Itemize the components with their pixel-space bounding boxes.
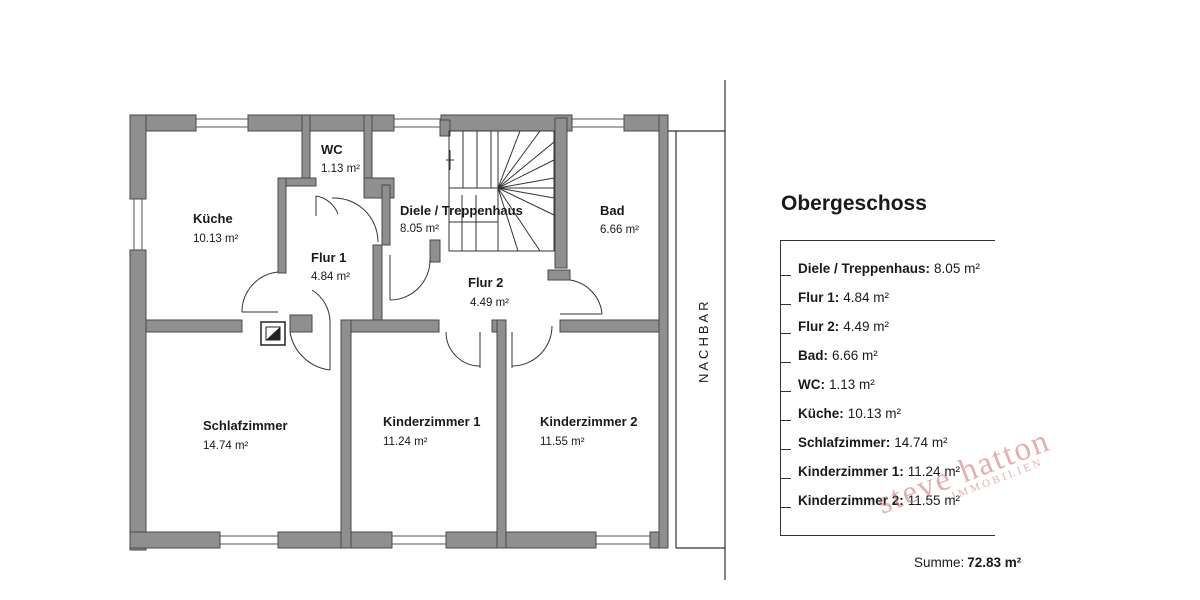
room-area-schlaf: 14.74 m²: [203, 440, 249, 452]
interior-walls: [145, 114, 660, 549]
area-value: 4.84 m²: [843, 290, 890, 305]
area-legend: Obergeschoss Diele / Treppenhaus:8.05 m²…: [780, 192, 1080, 536]
area-label: Flur 2:: [798, 319, 840, 334]
area-table-row: Kinderzimmer 2:11.55 m²: [781, 490, 960, 508]
area-label: Kinderzimmer 1:: [798, 464, 904, 479]
row-leader-line: [781, 329, 791, 334]
area-table-row: Küche:10.13 m²: [781, 403, 901, 421]
area-sum: Summe:72.83 m²: [914, 555, 1021, 570]
sum-label: Summe:: [914, 555, 965, 570]
doors: [241, 195, 603, 371]
room-area-wc: 1.13 m²: [321, 163, 360, 175]
neighbor-strip: [668, 80, 726, 580]
room-area-flur2: 4.49 m²: [470, 297, 509, 309]
room-area-kind2: 11.55 m²: [540, 436, 585, 448]
area-value: 4.49 m²: [843, 319, 890, 334]
area-label: Küche:: [798, 406, 844, 421]
area-label: Bad:: [798, 348, 828, 363]
chimney-icon: [260, 321, 286, 346]
room-area-diele: 8.05 m²: [400, 223, 439, 235]
room-name-flur2: Flur 2: [468, 275, 503, 290]
row-leader-line: [781, 271, 791, 276]
staircase: [446, 130, 555, 252]
area-table-row: Flur 2:4.49 m²: [781, 316, 889, 334]
area-label: Flur 1:: [798, 290, 840, 305]
row-leader-line: [781, 387, 791, 392]
area-value: 11.24 m²: [907, 464, 961, 479]
area-label: Schlafzimmer:: [798, 435, 891, 450]
area-table-row: WC: 1.13 m²: [781, 374, 875, 392]
windows: [133, 118, 650, 545]
area-table-row: Bad: 6.66 m²: [781, 345, 878, 363]
outer-walls: [129, 114, 669, 551]
area-table-row: Kinderzimmer 1:11.24 m²: [781, 461, 960, 479]
room-name-kind2: Kinderzimmer 2: [540, 414, 638, 429]
row-leader-line: [781, 503, 791, 508]
row-leader-line: [781, 358, 791, 363]
room-name-flur1: Flur 1: [311, 250, 346, 265]
row-leader-line: [781, 474, 791, 479]
area-label: Diele / Treppenhaus:: [798, 261, 931, 276]
area-value: 11.55 m²: [907, 493, 961, 508]
room-area-bad: 6.66 m²: [600, 224, 639, 236]
area-label: WC:: [798, 377, 825, 392]
area-table-row: Diele / Treppenhaus:8.05 m²: [781, 258, 980, 276]
room-name-schlaf: Schlafzimmer: [203, 418, 288, 433]
room-name-kind1: Kinderzimmer 1: [383, 414, 481, 429]
area-value: 6.66 m²: [832, 348, 878, 363]
area-value: 10.13 m²: [847, 406, 902, 421]
row-leader-line: [781, 300, 791, 305]
area-table: Diele / Treppenhaus:8.05 m² Flur 1:4.84 m…: [780, 240, 995, 536]
room-name-bad: Bad: [600, 203, 625, 218]
area-value: 14.74 m²: [894, 435, 948, 450]
area-table-row: Flur 1:4.84 m²: [781, 287, 889, 305]
row-leader-line: [781, 445, 791, 450]
area-label: Kinderzimmer 2:: [798, 493, 904, 508]
room-area-flur1: 4.84 m²: [311, 271, 350, 283]
area-value: 8.05 m²: [934, 261, 980, 276]
neighbor-label: NACHBAR: [696, 298, 711, 383]
room-name-diele: Diele / Treppenhaus: [400, 203, 523, 218]
area-table-row: Schlafzimmer:14.74 m²: [781, 432, 948, 450]
room-name-wc: WC: [321, 142, 343, 157]
room-name-kueche: Küche: [193, 211, 233, 226]
room-area-kueche: 10.13 m²: [193, 233, 239, 245]
sum-value: 72.83 m²: [967, 555, 1022, 570]
area-value: 1.13 m²: [829, 377, 875, 392]
room-area-kind1: 11.24 m²: [383, 436, 428, 448]
row-leader-line: [781, 416, 791, 421]
floor-title: Obergeschoss: [781, 192, 927, 215]
